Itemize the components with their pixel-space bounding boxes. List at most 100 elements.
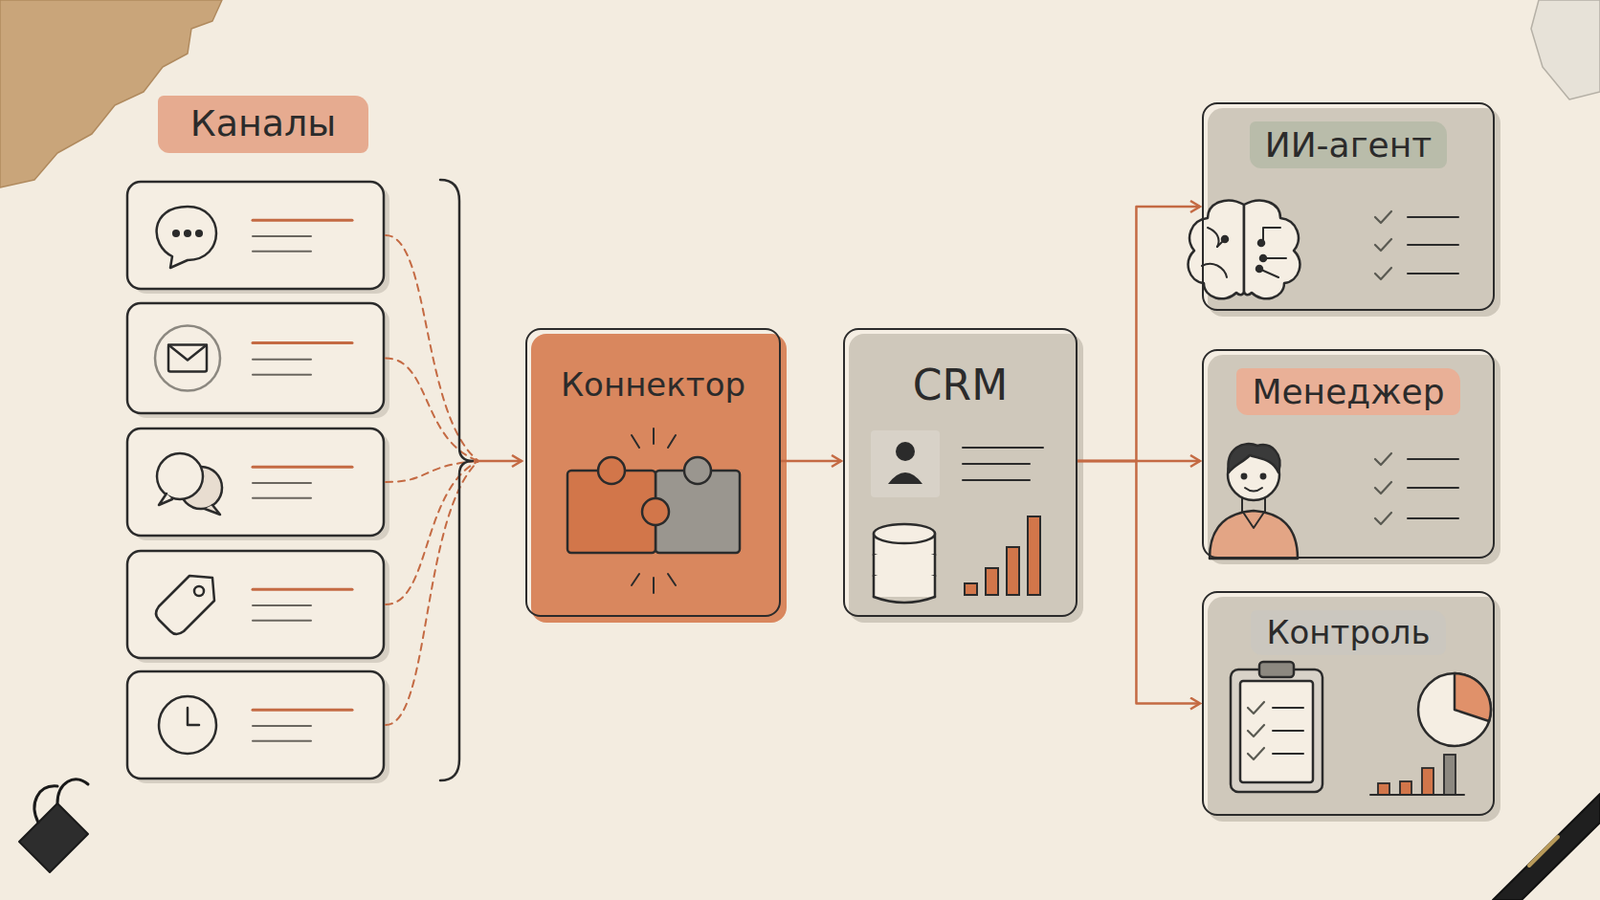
chat-tail	[158, 493, 173, 506]
bar-axis	[1370, 794, 1465, 797]
box-heading: Коннектор	[527, 362, 779, 408]
box-title: Менеджер	[1236, 368, 1460, 416]
db-segment	[873, 576, 935, 598]
channel-line	[252, 497, 312, 500]
task-line	[1407, 244, 1459, 246]
spark-rays	[631, 428, 676, 594]
channel-box	[127, 671, 384, 779]
check-mark	[1375, 267, 1392, 280]
process-box: ИИ-агент	[1201, 102, 1495, 312]
note-paper	[1531, 0, 1600, 100]
task-line	[1407, 487, 1459, 489]
tag-icon	[155, 576, 215, 635]
channel-line	[252, 620, 312, 623]
person-smile	[1244, 488, 1263, 492]
channel-box	[127, 428, 384, 536]
box-shadow	[1207, 597, 1501, 823]
flow-arrow	[1077, 461, 1200, 705]
channel-line	[252, 482, 312, 485]
channel-line	[252, 740, 312, 743]
check-mark	[1247, 725, 1265, 737]
clipboard	[1230, 669, 1323, 793]
group-heading: Каналы	[71, 95, 455, 154]
channel-line	[252, 374, 312, 377]
channel-line	[252, 341, 353, 345]
bar	[1006, 547, 1020, 596]
profile-lines	[962, 447, 1044, 481]
channel-box	[127, 181, 384, 289]
puzzle-gray-tab	[684, 457, 712, 485]
chat-bubble-icon	[156, 206, 217, 268]
task-line	[1407, 517, 1459, 520]
chat-tail	[204, 505, 221, 515]
task-line	[1407, 458, 1459, 461]
bar	[985, 568, 999, 596]
box-heading: ИИ-агент	[1203, 121, 1493, 169]
box-shadow	[531, 333, 787, 623]
chat-dot	[184, 230, 191, 237]
person-collar	[1242, 511, 1266, 529]
profile-card	[870, 430, 940, 498]
mail-envelope	[168, 345, 207, 373]
mail-circle	[155, 326, 221, 392]
process-box: Менеджер	[1201, 349, 1495, 559]
chat-dot	[173, 230, 179, 237]
channel-feed	[385, 358, 479, 463]
box-title: ИИ-агент	[1249, 121, 1447, 169]
flow-arrow	[1077, 206, 1200, 462]
check-mark	[1375, 482, 1392, 494]
bar	[1422, 768, 1434, 796]
channel-line	[252, 235, 312, 238]
bar	[1444, 755, 1456, 796]
clipboard-clip	[1259, 662, 1294, 678]
person-eye	[1242, 474, 1246, 479]
clock-icon	[158, 696, 217, 755]
bar	[1400, 781, 1412, 796]
channel-line	[252, 250, 312, 253]
brain-left	[1188, 200, 1245, 300]
db-ring	[873, 597, 935, 603]
circuit-dot	[1256, 266, 1263, 272]
puzzle-orange-tab	[598, 457, 625, 485]
task-line	[1407, 216, 1459, 219]
box-shadow	[848, 333, 1084, 623]
channel-bracket	[440, 179, 473, 781]
process-box: Контроль	[1201, 591, 1495, 817]
binder-clip	[19, 803, 89, 873]
task-line	[1272, 707, 1304, 710]
clipboard-paper	[1240, 681, 1313, 783]
box-heading: Менеджер	[1203, 368, 1493, 416]
flow-arrow	[780, 460, 842, 464]
bar	[1377, 783, 1390, 796]
db-segment	[873, 555, 935, 577]
chat-bubble-front	[156, 453, 203, 500]
clock-hands	[187, 708, 200, 726]
check-mark	[1247, 748, 1265, 760]
circuit-line	[1217, 239, 1225, 247]
pen	[1492, 794, 1600, 900]
channel-line	[252, 588, 353, 592]
box-shadow	[1207, 108, 1501, 317]
channel-line	[252, 709, 353, 712]
profile-body	[888, 472, 923, 485]
box-shadow	[1207, 355, 1501, 565]
brain-right	[1244, 200, 1300, 300]
kraft-paper	[0, 0, 223, 188]
db-side	[873, 555, 935, 577]
db-side	[873, 576, 935, 598]
channel-line	[252, 725, 312, 728]
tag-hole	[194, 586, 204, 597]
process-box: Коннектор	[525, 328, 781, 618]
check-mark	[1375, 453, 1392, 466]
box-title: Контроль	[1250, 610, 1445, 656]
box-heading: Контроль	[1203, 610, 1493, 656]
binder-clip-wire	[34, 779, 89, 823]
box-title: Коннектор	[545, 362, 761, 408]
process-box: CRM	[843, 328, 1078, 618]
circuit-dot	[1258, 240, 1265, 246]
box-heading: CRM	[844, 356, 1076, 414]
db-top	[873, 524, 935, 544]
channel-line	[252, 604, 312, 607]
person-eye	[1261, 474, 1266, 479]
